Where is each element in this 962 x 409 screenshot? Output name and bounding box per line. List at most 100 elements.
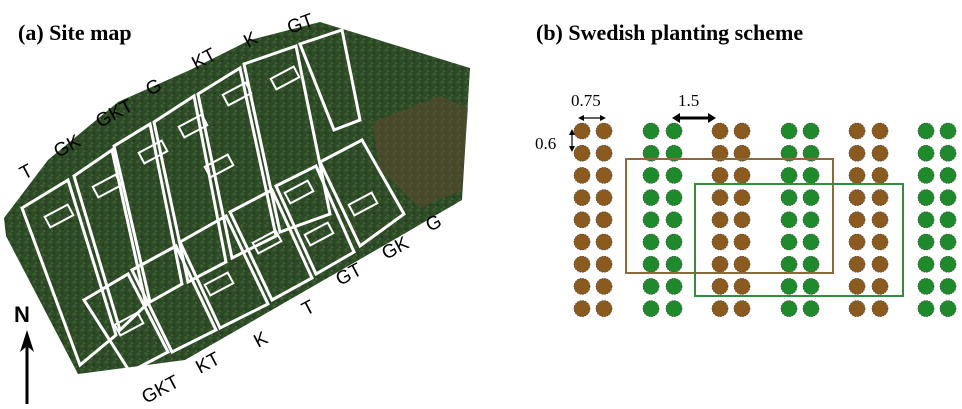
brown-tree xyxy=(711,300,729,317)
green-tree xyxy=(917,278,935,295)
green-tree xyxy=(665,167,683,184)
brown-tree xyxy=(711,211,729,229)
green-tree xyxy=(917,167,935,184)
green-tree xyxy=(780,255,798,273)
plot-bot-1 xyxy=(81,271,171,374)
brown-tree xyxy=(711,233,729,251)
plot-top-3 xyxy=(112,121,184,305)
green-tree xyxy=(939,122,957,140)
brown-tree xyxy=(733,278,751,295)
green-tree xyxy=(939,167,957,184)
brown-tree xyxy=(871,300,889,317)
green-tree xyxy=(665,233,683,251)
sample-rect xyxy=(43,203,75,229)
green-tree xyxy=(780,144,798,162)
sample-plots xyxy=(43,65,379,337)
plot-bot-2 xyxy=(130,243,218,355)
top-block-plots xyxy=(20,28,362,368)
green-tree xyxy=(917,144,935,162)
brown-tree xyxy=(733,211,751,229)
plot-top-2 xyxy=(72,147,148,333)
brown-tree xyxy=(595,144,613,162)
dim-label-vertical: 0.6 xyxy=(535,134,556,153)
site-map-title: (a) Site map xyxy=(18,20,132,45)
green-tree xyxy=(642,122,660,140)
arrowhead-icon xyxy=(569,146,575,152)
brown-tree xyxy=(573,211,591,229)
brown-tree xyxy=(573,122,591,140)
green-sample-box xyxy=(694,183,904,297)
green-tree xyxy=(939,255,957,273)
tree-grid xyxy=(573,122,957,317)
plot-bot-4 xyxy=(228,187,314,303)
sample-rect xyxy=(269,65,301,91)
brown-tree xyxy=(871,122,889,140)
brown-tree xyxy=(711,122,729,140)
green-tree xyxy=(780,300,798,317)
brown-tree xyxy=(573,278,591,295)
green-tree xyxy=(802,144,820,162)
brown-tree xyxy=(733,189,751,206)
green-tree xyxy=(665,255,683,273)
brown-tree xyxy=(573,167,591,184)
green-tree xyxy=(939,144,957,162)
bare-soil-patch xyxy=(372,96,468,208)
green-tree xyxy=(665,300,683,317)
plot-top-1 xyxy=(20,177,118,368)
sample-rect xyxy=(303,221,335,247)
brown-tree xyxy=(573,144,591,162)
sample-rect xyxy=(113,311,145,337)
brown-tree xyxy=(595,300,613,317)
green-tree xyxy=(939,189,957,206)
plot-bot-6 xyxy=(318,137,406,249)
green-tree xyxy=(665,278,683,295)
brown-tree xyxy=(733,122,751,140)
green-tree xyxy=(917,122,935,140)
brown-tree xyxy=(848,233,866,251)
brown-tree xyxy=(871,167,889,184)
sample-rect xyxy=(137,139,169,165)
dim-label-in-row: 0.75 xyxy=(571,91,601,110)
treatment-label: T xyxy=(298,296,318,320)
brown-tree xyxy=(848,189,866,206)
brown-tree xyxy=(848,144,866,162)
plot-top-7 xyxy=(298,28,362,132)
sample-rect xyxy=(91,173,123,199)
green-tree xyxy=(642,255,660,273)
green-tree xyxy=(780,211,798,229)
brown-tree xyxy=(848,300,866,317)
brown-tree xyxy=(711,255,729,273)
brown-tree xyxy=(711,144,729,162)
brown-tree xyxy=(711,189,729,206)
plot-bot-5 xyxy=(274,163,356,277)
green-tree xyxy=(642,144,660,162)
green-tree xyxy=(802,233,820,251)
brown-tree xyxy=(848,255,866,273)
arrowhead-icon xyxy=(569,129,575,135)
brown-tree xyxy=(871,189,889,206)
green-tree xyxy=(665,211,683,229)
green-tree xyxy=(917,211,935,229)
sample-rect xyxy=(221,81,253,107)
green-tree xyxy=(939,233,957,251)
brown-tree xyxy=(711,278,729,295)
brown-tree xyxy=(733,167,751,184)
brown-tree xyxy=(871,211,889,229)
brown-tree xyxy=(573,255,591,273)
north-arrowhead-icon xyxy=(20,330,34,352)
planting-scheme-panel: (b) Swedish planting scheme 0.75 1.5 0.6 xyxy=(535,20,957,317)
site-map-panel: (a) Site map xyxy=(4,10,470,408)
green-tree xyxy=(917,300,935,317)
brown-tree xyxy=(573,189,591,206)
brown-tree xyxy=(871,278,889,295)
brown-sample-box xyxy=(625,158,834,274)
treatment-label: K xyxy=(250,328,271,353)
brown-tree xyxy=(733,300,751,317)
brown-tree xyxy=(595,167,613,184)
green-tree xyxy=(642,300,660,317)
green-tree xyxy=(939,300,957,317)
brown-tree xyxy=(595,122,613,140)
green-tree xyxy=(802,189,820,206)
green-tree xyxy=(802,278,820,295)
green-tree xyxy=(917,189,935,206)
